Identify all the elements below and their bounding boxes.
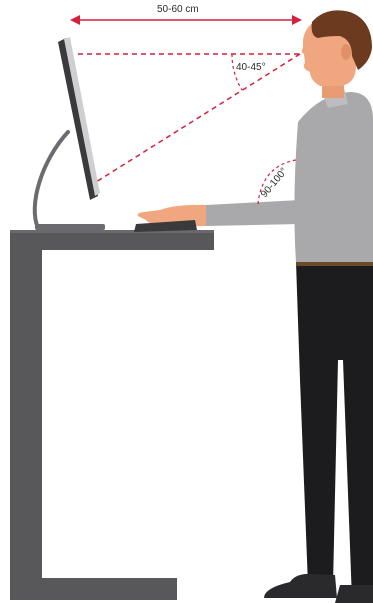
gaze-line <box>96 54 300 182</box>
shirt-torso <box>294 92 373 262</box>
distance-arrow-right-head <box>292 15 302 25</box>
ear <box>341 44 351 60</box>
distance-arrow-left-head <box>70 15 80 25</box>
distance-label: 50-60 cm <box>157 4 199 15</box>
monitor-screen <box>64 37 100 196</box>
elbow-angle-label: 90-100° <box>259 166 290 200</box>
right-shoe <box>335 585 373 603</box>
trousers <box>296 262 373 600</box>
standing-desk <box>10 230 214 600</box>
measurement-annotations <box>70 15 302 204</box>
monitor-stand-arm <box>35 132 68 228</box>
desk-frame <box>10 230 214 600</box>
gaze-angle-label: 40-45° <box>236 62 266 73</box>
shirt-sleeve <box>206 200 300 226</box>
monitor-stand-base <box>35 224 105 230</box>
left-shoe <box>264 574 337 598</box>
desk-top-highlight <box>10 230 214 233</box>
standing-person <box>138 10 373 603</box>
monitor <box>35 37 105 230</box>
